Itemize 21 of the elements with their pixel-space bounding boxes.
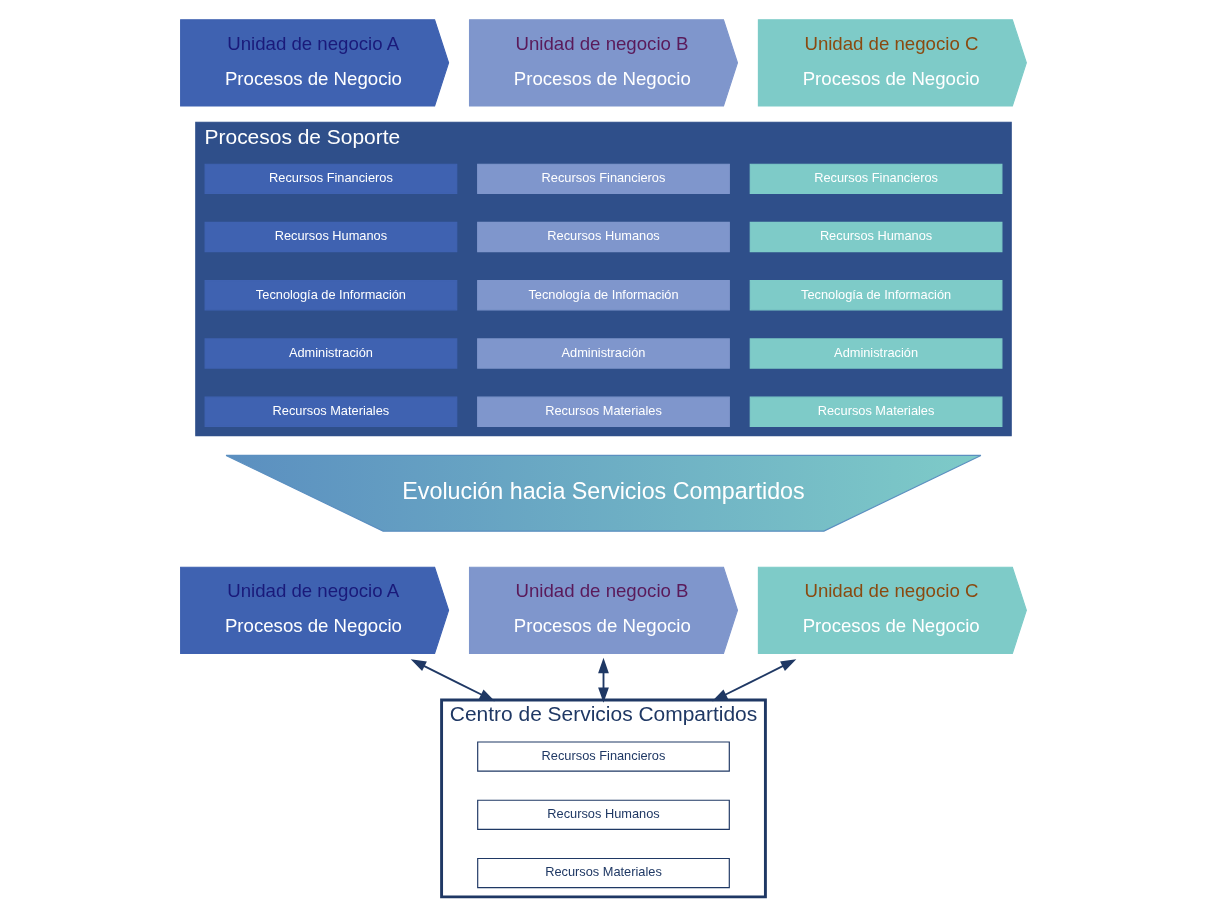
node-box: Administración — [749, 338, 1003, 369]
arrow — [410, 659, 495, 702]
node-box: Recursos Financieros — [477, 163, 730, 194]
arrow — [712, 659, 797, 702]
node-box: Tecnología de Información — [749, 280, 1003, 311]
node-box: Recursos Financieros — [204, 163, 458, 194]
node-box: Administración — [204, 338, 458, 369]
node-box: Tecnología de Información — [477, 280, 730, 311]
arrow — [598, 657, 609, 703]
node-box: Tecnología de Información — [204, 280, 458, 311]
node-box: Recursos Materiales — [204, 396, 458, 427]
node-box: Administración — [477, 338, 730, 369]
node-box: Recursos Humanos — [477, 799, 730, 830]
node-box: Recursos Humanos — [477, 221, 730, 253]
node-box: Recursos Materiales — [749, 396, 1003, 427]
node-box: Recursos Financieros — [477, 741, 730, 772]
node-box: Recursos Humanos — [749, 221, 1003, 253]
node-box: Recursos Materiales — [477, 857, 730, 889]
node-box: Recursos Humanos — [204, 221, 458, 253]
node-box: Recursos Financieros — [749, 163, 1003, 194]
node-box: Recursos Materiales — [477, 396, 730, 427]
